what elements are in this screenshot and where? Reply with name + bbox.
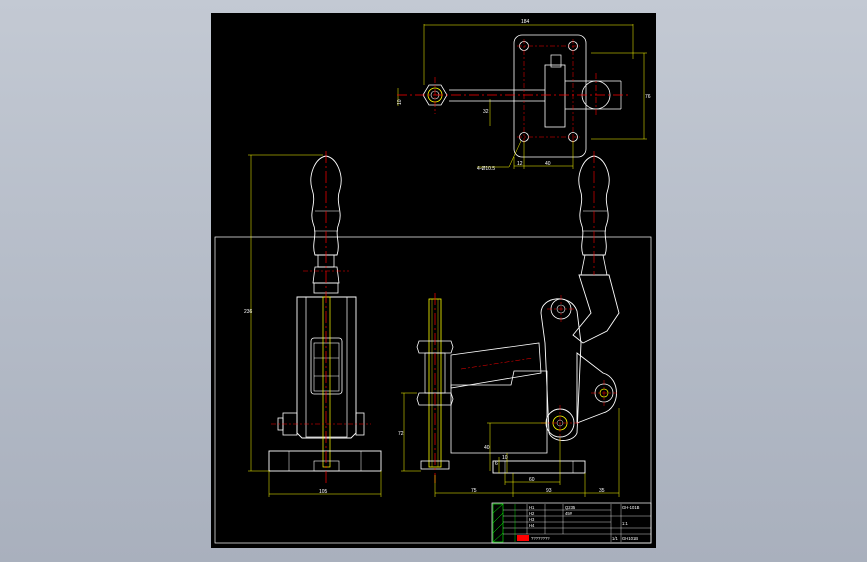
dim-10: 10 <box>397 99 403 105</box>
tb-project: ???????? <box>531 536 550 541</box>
cad-drawing: 184 76 10 32 <box>214 19 652 544</box>
side-view: 72 40 6 10 60 75 93 35 <box>398 151 620 497</box>
front-view: 236 105 <box>244 151 382 497</box>
dim-60: 60 <box>529 477 535 483</box>
dim-93: 93 <box>546 488 552 494</box>
tb-sheet: 1/1 <box>612 536 618 541</box>
dim-184: 184 <box>521 19 530 25</box>
dim-72: 72 <box>398 431 404 437</box>
top-view: 184 76 10 32 <box>397 19 651 172</box>
dim-75: 75 <box>471 488 477 494</box>
tb-scale: 1:1 <box>622 521 628 526</box>
title-block: H1 H2 H3 H4 Q235 45# GH-101B 1:1 ???????… <box>491 502 652 544</box>
dim-105: 105 <box>319 489 328 495</box>
dim-40: 40 <box>545 161 551 167</box>
dim-236: 236 <box>244 309 253 315</box>
tb-code: GH-101B <box>622 505 640 510</box>
dim-76: 76 <box>645 94 651 100</box>
tb-code-short: GH101B <box>622 536 638 541</box>
dim-12: 12 <box>517 161 523 167</box>
dim-32: 32 <box>483 109 489 115</box>
dim-40-vertical: 40 <box>484 445 490 451</box>
drawing-viewport[interactable]: 184 76 10 32 <box>211 13 656 548</box>
revision-stamp <box>517 535 529 541</box>
tb-label-4: H4 <box>529 523 535 528</box>
tb-label-1: H1 <box>529 505 535 510</box>
hole-note: 4-Ø10.5 <box>477 166 495 172</box>
tb-label-2: H2 <box>529 511 535 516</box>
tb-material-2: 45# <box>565 511 573 516</box>
dim-35: 35 <box>599 488 605 494</box>
tb-label-3: H3 <box>529 517 535 522</box>
dim-10: 10 <box>502 455 508 461</box>
tb-material-1: Q235 <box>565 505 576 510</box>
dim-6: 6 <box>495 461 498 467</box>
view-frame <box>214 236 652 544</box>
